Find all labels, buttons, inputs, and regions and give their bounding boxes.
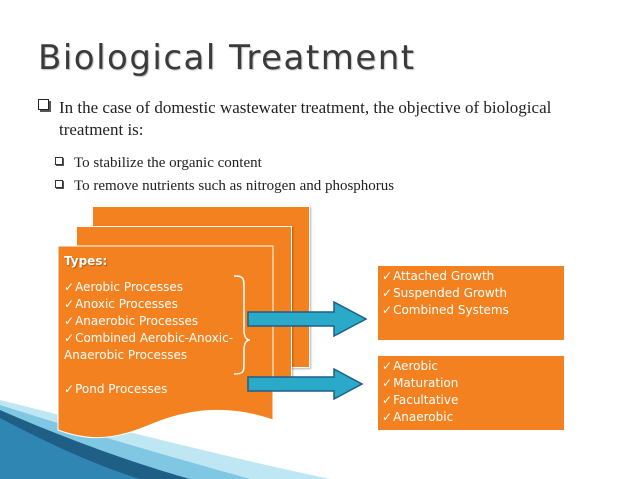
page-title: Biological Treatment (38, 38, 416, 78)
pond-types-box: ✓Aerobic ✓Maturation ✓Facultative ✓Anaer… (378, 356, 564, 430)
types-heading: Types: (64, 254, 108, 268)
list-item: ✓Combined Aerobic-Anoxic-Anaerobic Proce… (64, 331, 234, 362)
sub-bullet-text: To stabilize the organic content (74, 155, 262, 171)
list-item: ✓Anaerobic Processes (64, 314, 199, 328)
square-bullet-icon (55, 157, 63, 165)
list-item: ✓Attached Growth (382, 269, 495, 283)
arrow-right-icon (247, 367, 364, 401)
arrow-right-icon (247, 300, 368, 338)
list-item: ✓Pond Processes (64, 382, 168, 396)
sub-bullet-text: To remove nutrients such as nitrogen and… (74, 178, 395, 194)
main-bullet: In the case of domestic wastewater treat… (38, 97, 618, 141)
main-bullet-text: In the case of domestic wastewater treat… (59, 98, 552, 139)
list-item: ✓Combined Systems (382, 303, 509, 317)
list-item: ✓Aerobic Processes (64, 280, 183, 294)
list-item: ✓Facultative (382, 393, 459, 407)
list-item: ✓Anaerobic (382, 410, 454, 424)
brace-icon (233, 275, 251, 375)
list-item: ✓Suspended Growth (382, 286, 508, 300)
list-item: ✓Aerobic (382, 359, 439, 373)
square-bullet-icon (55, 180, 63, 188)
sub-bullet-2: To remove nutrients such as nitrogen and… (55, 178, 394, 195)
list-item: ✓Maturation (382, 376, 459, 390)
types-box: Types: ✓Aerobic Processes ✓Anoxic Proces… (64, 253, 274, 398)
growth-types-box: ✓Attached Growth ✓Suspended Growth ✓Comb… (378, 266, 564, 340)
list-item: ✓Anoxic Processes (64, 297, 178, 311)
square-bullet-icon (38, 99, 49, 110)
sub-bullet-1: To stabilize the organic content (55, 155, 262, 172)
